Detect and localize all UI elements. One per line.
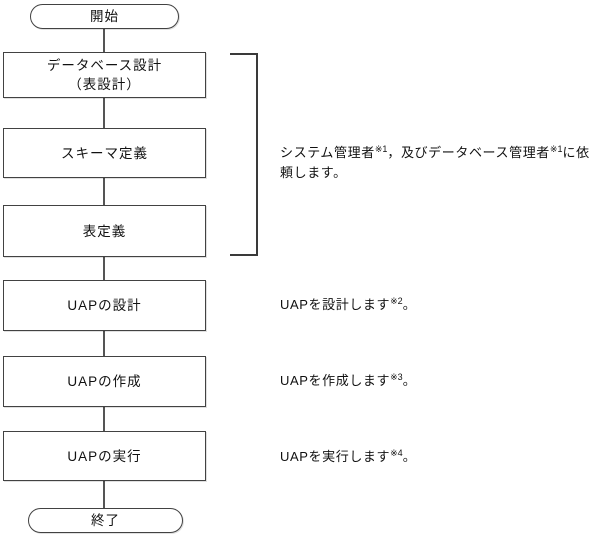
footnote-ref-1: ※1 — [549, 144, 563, 154]
process-box-table-definition: 表定義 — [3, 205, 206, 257]
process-box-uap-creation: UAPの作成 — [3, 356, 206, 407]
start-terminator: 開始 — [30, 4, 179, 29]
process-label-line1: データベース設計 — [46, 58, 163, 73]
end-terminator: 終了 — [28, 508, 183, 533]
footnote-ref-4: ※4 — [390, 448, 403, 458]
note-line: システム管理者※1，及びデータベース管理者※1に依 — [280, 144, 590, 161]
process-box-database-design: データベース設計 （表設計） — [3, 52, 206, 98]
note-uap-execution: UAPを実行します※4。 — [280, 448, 417, 465]
process-label: 表定義 — [82, 223, 127, 239]
process-box-uap-execution: UAPの実行 — [3, 431, 206, 481]
note-uap-design: UAPを設計します※2。 — [280, 296, 417, 313]
grouping-bracket — [230, 53, 258, 256]
note-line: 頼します。 — [280, 165, 347, 180]
flow-connector-line — [103, 28, 105, 508]
process-label: UAPの作成 — [67, 374, 142, 389]
process-label: UAPの実行 — [67, 448, 142, 464]
process-box-schema-definition: スキーマ定義 — [3, 128, 206, 178]
process-label: スキーマ定義 — [61, 145, 148, 161]
end-label: 終了 — [91, 513, 120, 528]
footnote-ref-3: ※3 — [390, 372, 403, 382]
note-uap-creation: UAPを作成します※3。 — [280, 372, 417, 389]
note-admin-delegation: システム管理者※1，及びデータベース管理者※1に依 頼します。 — [280, 143, 590, 183]
footnote-ref-2: ※2 — [390, 296, 403, 306]
start-label: 開始 — [90, 9, 119, 24]
process-label-line2: （表設計） — [68, 77, 141, 92]
process-box-uap-design: UAPの設計 — [3, 280, 206, 331]
footnote-ref-1: ※1 — [374, 144, 388, 154]
process-label: UAPの設計 — [67, 298, 142, 313]
